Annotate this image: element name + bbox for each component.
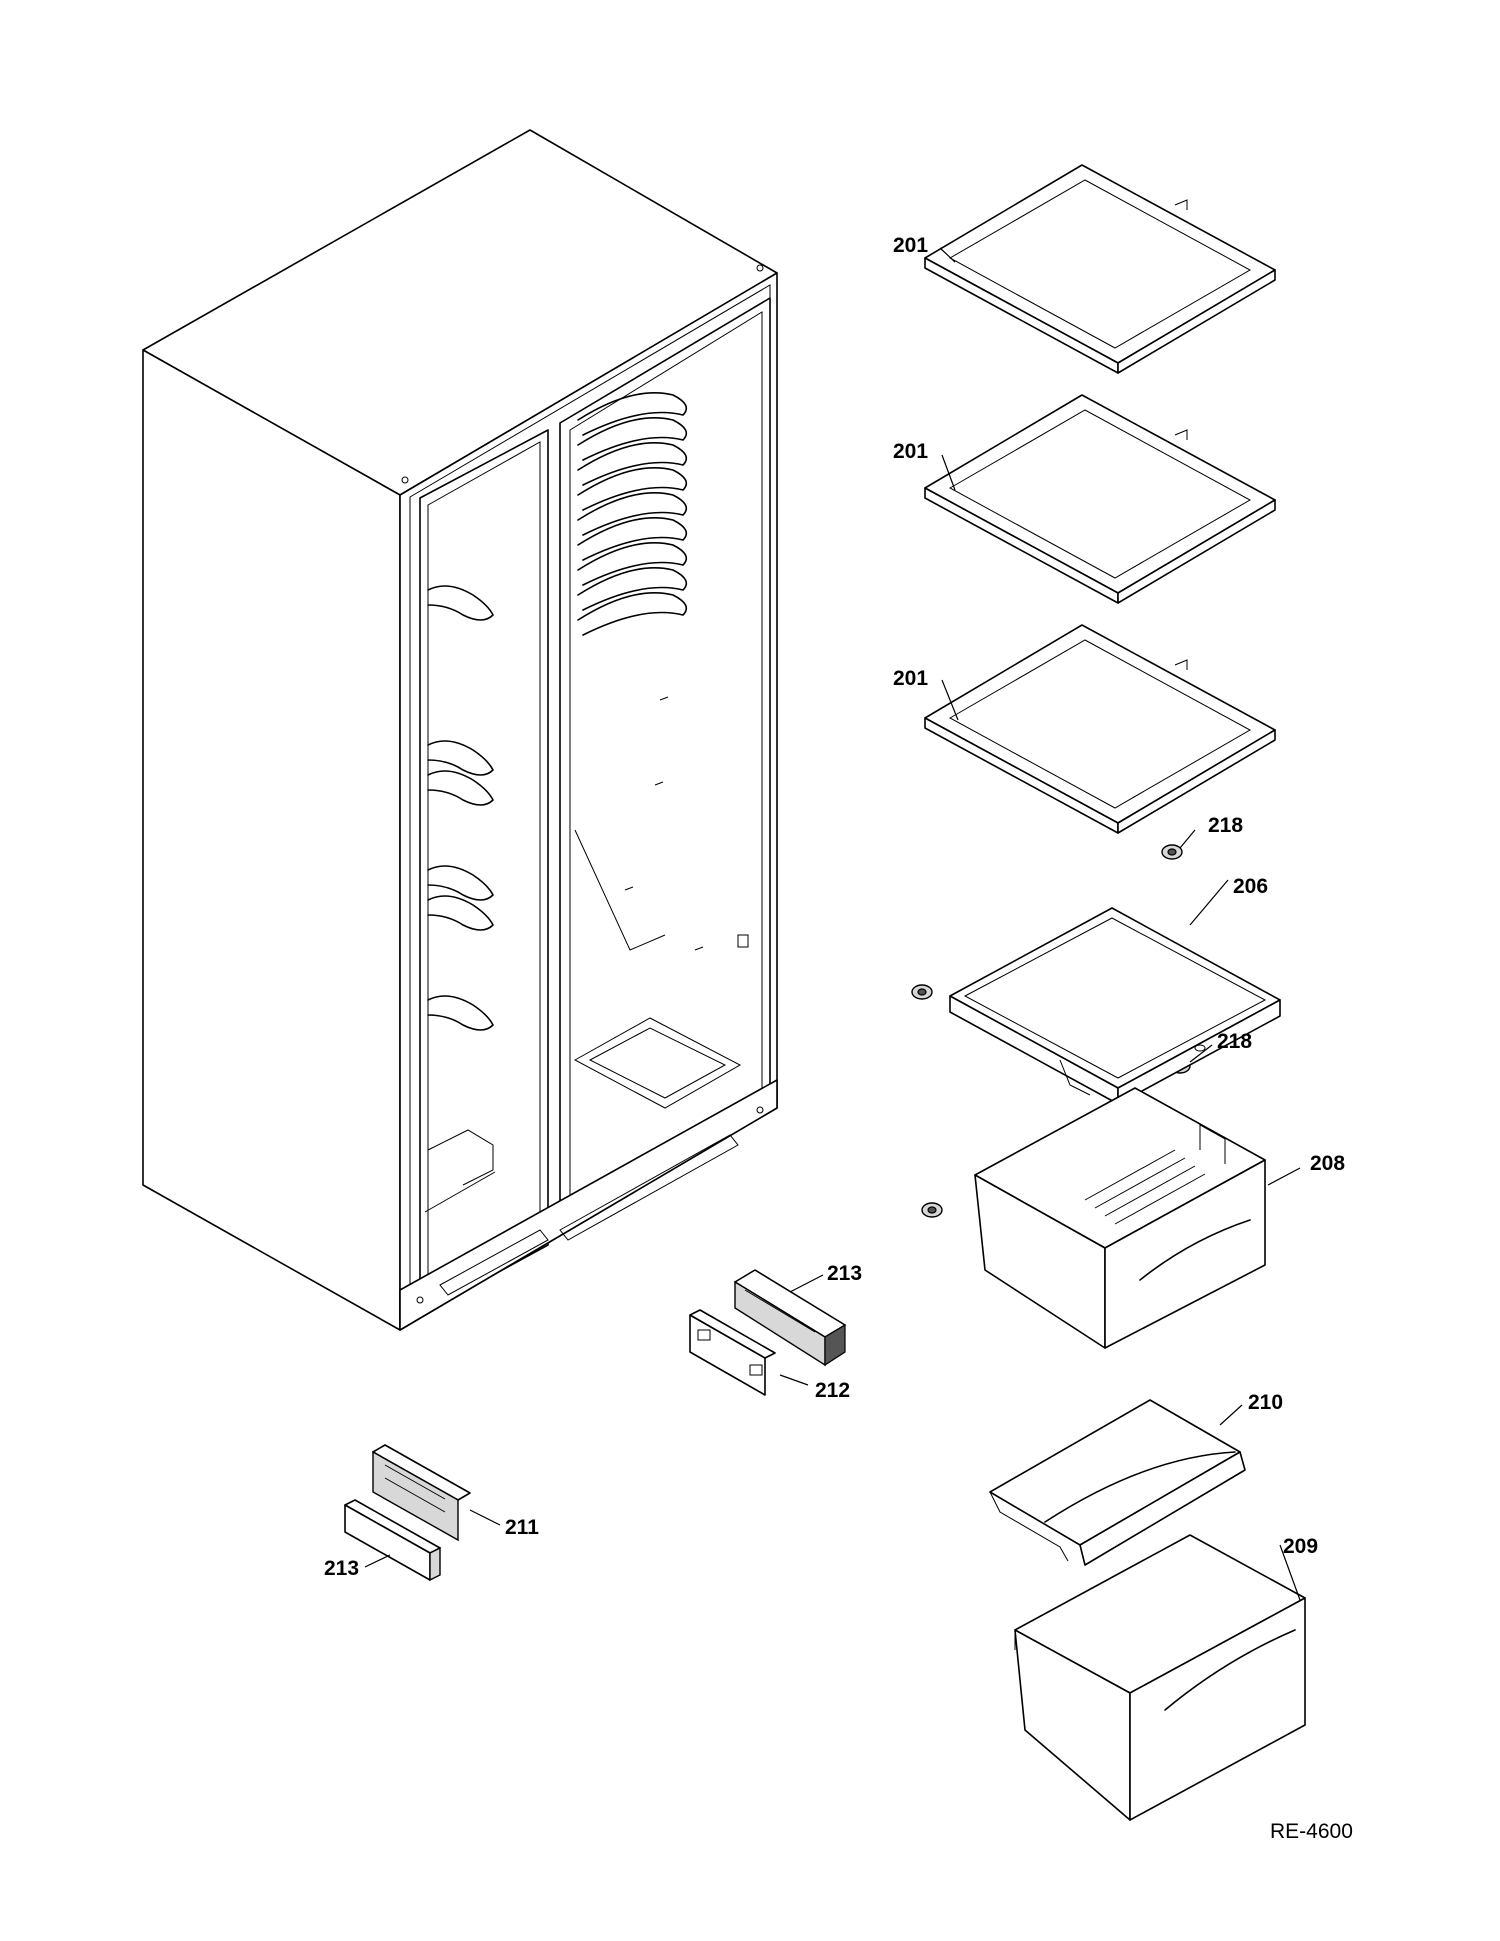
crisper-pan-lower	[1014, 1534, 1306, 1821]
label-218-lower: 218	[1217, 1030, 1252, 1053]
label-206: 206	[1233, 875, 1268, 898]
grille-213-lower	[344, 1499, 441, 1582]
label-213-upper: 213	[827, 1262, 862, 1285]
label-218-upper: 218	[1208, 814, 1243, 837]
grille-213-upper	[734, 1269, 846, 1367]
label-210: 210	[1248, 1391, 1283, 1414]
leader-lines	[364, 247, 1301, 1601]
label-208: 208	[1310, 1152, 1345, 1175]
refrigerator-cabinet	[142, 129, 778, 1331]
bumper-218-a	[1161, 844, 1183, 860]
bumper-218-d	[921, 1202, 943, 1218]
label-211: 211	[505, 1516, 539, 1539]
crisper-pan-upper	[974, 1087, 1266, 1349]
label-209: 209	[1283, 1535, 1318, 1558]
glass-shelf-top	[924, 164, 1276, 374]
glass-shelf-middle	[924, 394, 1276, 604]
label-201-top: 201	[893, 234, 928, 257]
label-213-lower: 213	[324, 1557, 359, 1580]
grille-211-lower	[372, 1444, 471, 1542]
glass-shelf-bottom	[924, 624, 1276, 834]
crisper-cover-lower	[989, 1399, 1246, 1566]
label-201-bottom: 201	[893, 667, 928, 690]
label-201-middle: 201	[893, 440, 928, 463]
label-212: 212	[815, 1379, 850, 1402]
grille-212-upper	[689, 1309, 776, 1396]
reference-code: RE-4600	[1270, 1820, 1353, 1843]
bumper-218-b	[911, 984, 933, 1000]
pan-cover	[949, 907, 1281, 1105]
